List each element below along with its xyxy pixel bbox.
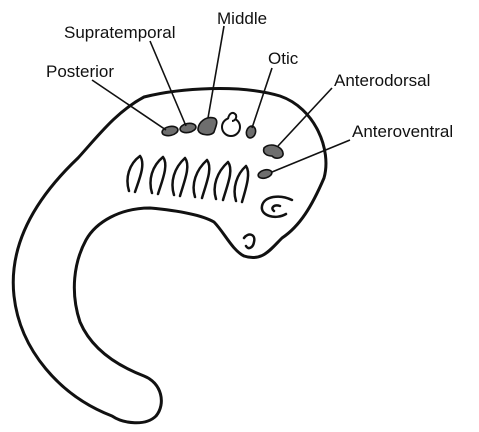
label-otic: Otic [268, 49, 299, 68]
anterodorsal-placode [264, 145, 283, 158]
jaw-detail [244, 235, 254, 249]
leader-lines [92, 26, 350, 172]
arch-3 [172, 158, 187, 196]
pharyngeal-arches [127, 156, 248, 202]
label-anteroventral: Anteroventral [352, 122, 453, 141]
otic-leader [252, 68, 272, 128]
arch-5 [215, 162, 231, 200]
embryo-body-outline [13, 89, 326, 423]
middle-leader [208, 26, 224, 118]
arch-1 [127, 156, 142, 192]
middle-placode [198, 118, 217, 135]
posterior-leader [92, 80, 166, 130]
label-posterior: Posterior [46, 62, 114, 81]
eye-inner-curve [272, 205, 280, 211]
arch-4 [194, 160, 210, 198]
label-middle: Middle [217, 9, 267, 28]
otic-placode [245, 125, 257, 139]
label-anterodorsal: Anterodorsal [334, 71, 430, 90]
otic-vesicle [222, 118, 240, 136]
anteroventral-leader [272, 140, 350, 172]
anterodorsal-leader [278, 88, 332, 146]
supratemporal-leader [150, 41, 186, 126]
supratemporal-placode [179, 122, 196, 134]
posterior-placode [161, 125, 179, 137]
anteroventral-placode [257, 168, 273, 179]
eye-structure [262, 197, 292, 217]
arch-2 [150, 157, 165, 194]
label-supratemporal: Supratemporal [64, 23, 176, 42]
arch-6 [235, 166, 248, 202]
